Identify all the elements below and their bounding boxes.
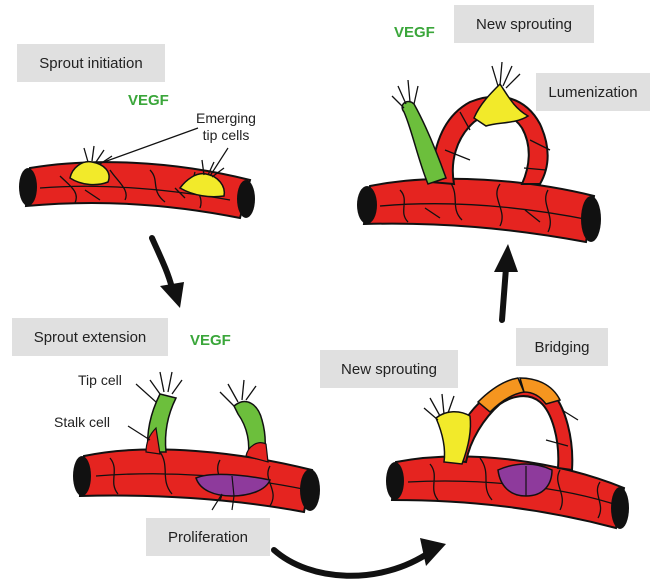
emerging-label-line2: tip cells	[203, 127, 250, 143]
stalk-and-tip-left	[146, 372, 182, 454]
emerging-tip-cells-label: Emerging tip cells	[186, 110, 266, 144]
stalk-and-tip-right	[220, 380, 268, 462]
lumenized-tip-cell	[474, 62, 528, 126]
arrow-bridging-to-lumenization	[494, 244, 518, 320]
label-lumenization: Lumenization	[536, 73, 650, 111]
vegf-label-initiation: VEGF	[128, 92, 169, 109]
tip-cell-label: Tip cell	[78, 372, 122, 389]
label-new-sprouting-top: New sprouting	[454, 5, 594, 43]
vessel-lumenization	[357, 179, 601, 242]
label-proliferation: Proliferation	[146, 518, 270, 556]
label-bridging: Bridging	[516, 328, 608, 366]
bridging-tip-cell	[424, 394, 471, 464]
vegf-label-extension: VEGF	[190, 332, 231, 349]
arrow-initiation-to-extension	[152, 238, 184, 308]
new-sprout-green-top	[392, 80, 446, 184]
arrow-proliferation-to-new-sprouting	[274, 538, 446, 576]
label-sprout-initiation: Sprout initiation	[17, 44, 165, 82]
vegf-label-lumenization: VEGF	[394, 24, 435, 41]
label-new-sprouting-bottom: New sprouting	[320, 350, 458, 388]
label-sprout-extension: Sprout extension	[12, 318, 168, 356]
emerging-label-line1: Emerging	[196, 110, 256, 126]
stalk-cell-label: Stalk cell	[54, 414, 110, 431]
